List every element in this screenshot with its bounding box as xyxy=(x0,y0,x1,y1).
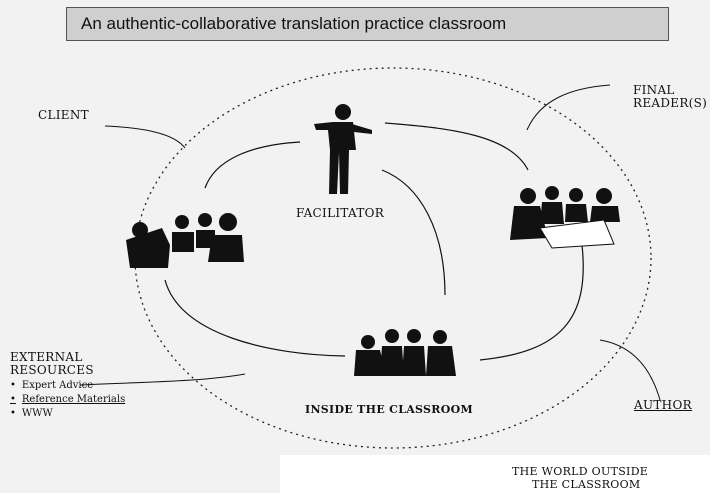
meeting-table xyxy=(539,219,615,249)
client-label: CLIENT xyxy=(38,108,89,122)
curve-inside-to-right-group xyxy=(479,244,584,361)
final-readers-label-line2: READER(S) xyxy=(633,96,708,110)
outer-dotted-ellipse xyxy=(134,67,652,449)
client-group-silhouette xyxy=(126,213,244,268)
connector-client xyxy=(104,125,186,149)
connector-author xyxy=(599,339,661,401)
curve-left-group-to-inside xyxy=(164,279,346,357)
external-resources-label-line2: RESOURCES xyxy=(10,363,94,377)
final-readers-group-silhouette xyxy=(510,186,620,240)
diagram-title: An authentic-collaborative translation p… xyxy=(66,7,669,41)
bottom-white-panel xyxy=(280,455,710,493)
external-resources-list: Expert Advice Reference Materials WWW xyxy=(10,379,125,421)
curve-facilitator-to-client-group xyxy=(204,141,301,189)
resource-item: WWW xyxy=(10,407,125,421)
inside-classroom-group-silhouette xyxy=(354,329,456,376)
facilitator-silhouette xyxy=(314,104,372,194)
resource-item: Expert Advice xyxy=(10,379,125,393)
author-label: AUTHOR xyxy=(634,398,692,412)
external-resources-label-line1: EXTERNAL xyxy=(10,350,83,364)
final-readers-label-line1: FINAL xyxy=(633,83,675,97)
inside-classroom-label: INSIDE THE CLASSROOM xyxy=(305,403,473,416)
outside-world-label-line2: THE CLASSROOM xyxy=(532,478,641,491)
curve-facilitator-to-inside xyxy=(381,169,446,296)
outside-world-label-line1: THE WORLD OUTSIDE xyxy=(512,465,649,478)
connector-final-readers xyxy=(526,84,611,131)
resource-item: Reference Materials xyxy=(10,393,125,407)
facilitator-label: FACILITATOR xyxy=(296,206,385,220)
curve-facilitator-to-readers xyxy=(384,122,529,171)
